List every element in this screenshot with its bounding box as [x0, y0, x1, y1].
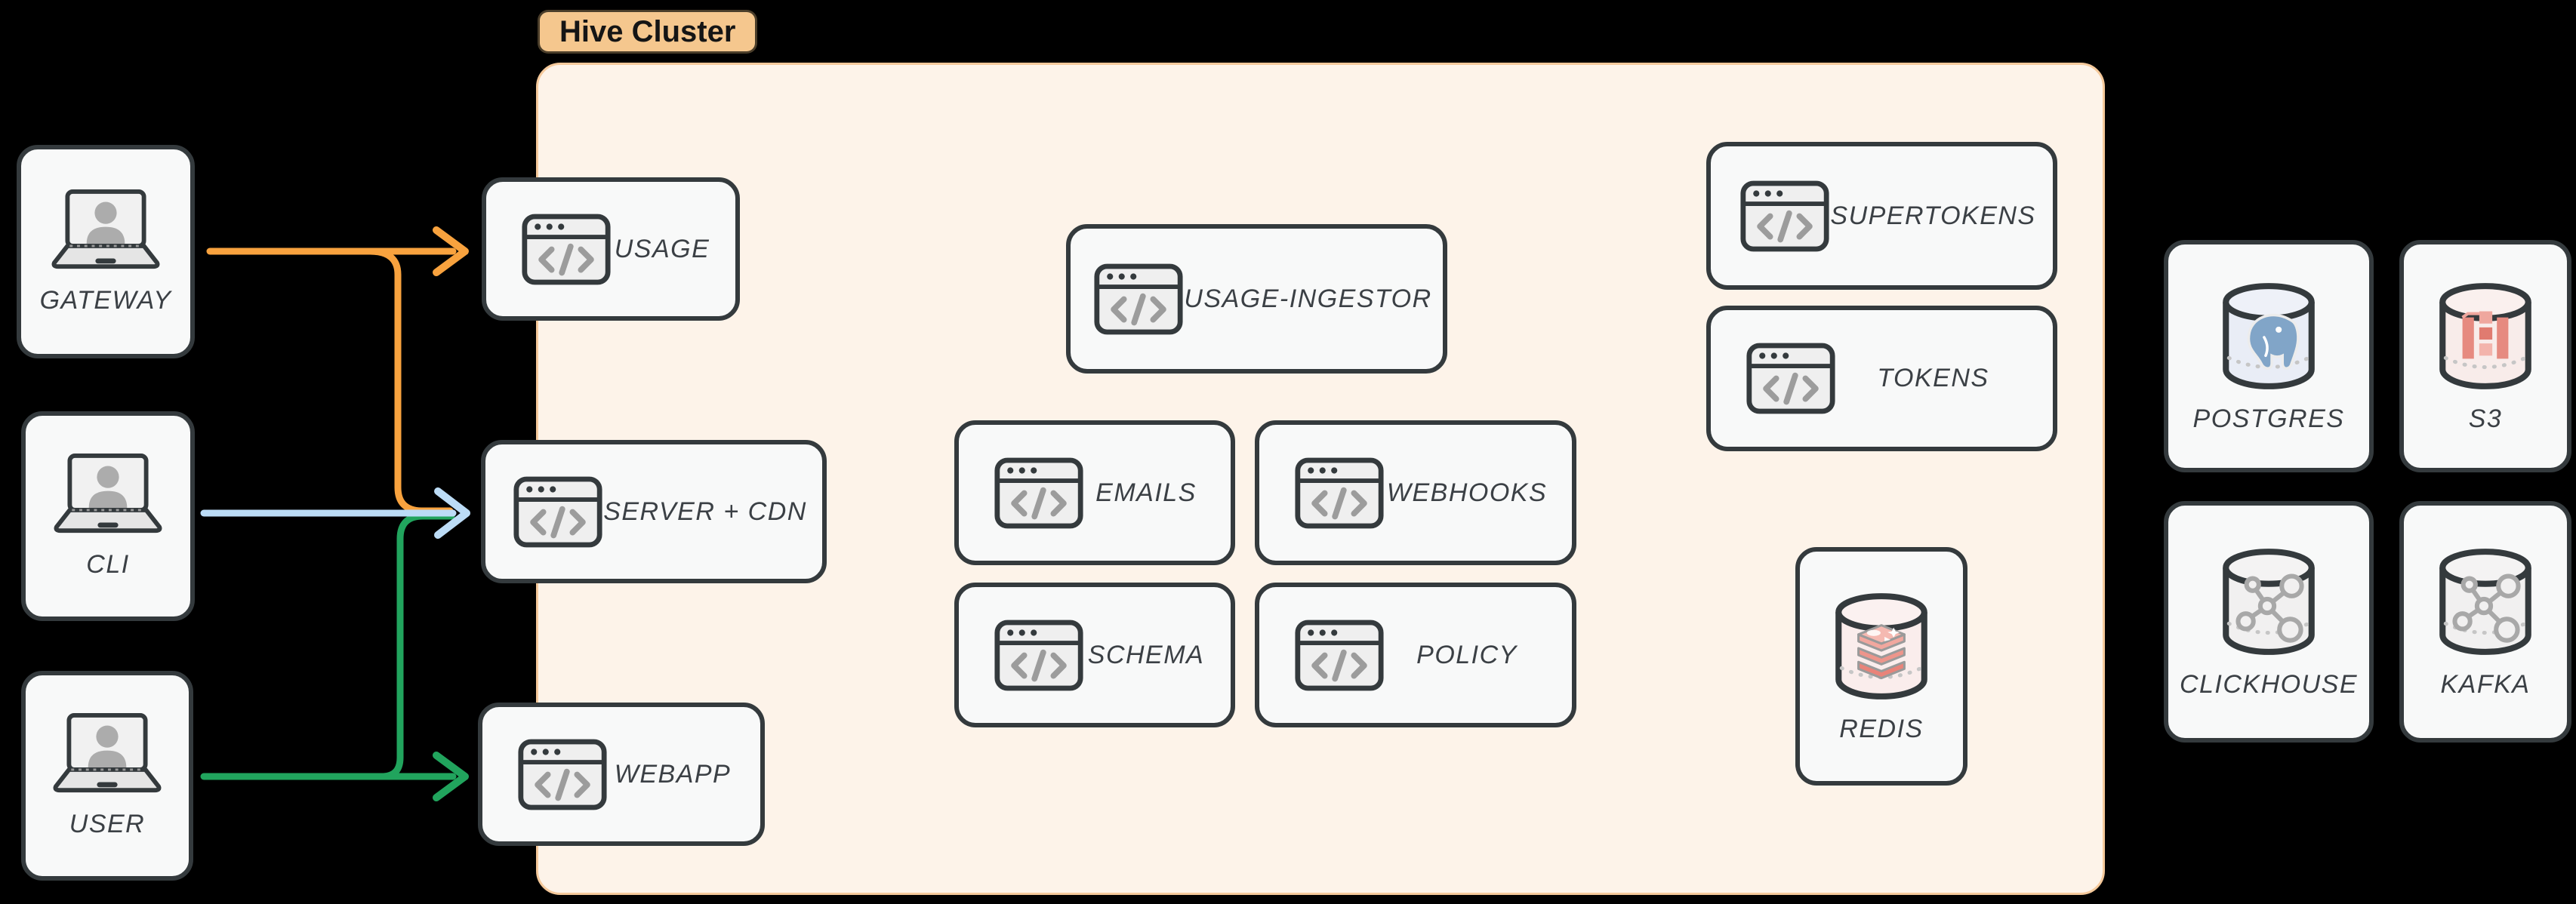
- browser-code-icon: [994, 619, 1084, 692]
- node-policy[interactable]: POLICY: [1255, 583, 1576, 727]
- hive-cluster-badge: Hive Cluster: [538, 10, 758, 54]
- database-cylinder-redis-icon: [1831, 589, 1932, 704]
- laptop-user-icon: [47, 189, 165, 271]
- node-cli[interactable]: CLI: [21, 411, 195, 621]
- hive-cluster-badge-label: Hive Cluster: [559, 14, 736, 48]
- node-clickhouse[interactable]: CLICKHOUSE: [2164, 501, 2374, 743]
- node-tokens[interactable]: TOKENS: [1706, 306, 2057, 451]
- node-supertokens[interactable]: SUPERTOKENS: [1706, 142, 2057, 290]
- node-server-cdn[interactable]: SERVER + CDN: [481, 440, 827, 583]
- node-usage-ingestor[interactable]: USAGE-INGESTOR: [1066, 224, 1447, 374]
- node-emails-label: EMAILS: [1095, 478, 1197, 507]
- node-usage-ingestor-label: USAGE-INGESTOR: [1184, 284, 1432, 313]
- node-server-cdn-label: SERVER + CDN: [603, 497, 807, 526]
- node-s3[interactable]: S3: [2399, 240, 2571, 472]
- database-cylinder-s3-icon: [2435, 279, 2536, 394]
- node-postgres[interactable]: POSTGRES: [2164, 240, 2374, 472]
- node-policy-label: POLICY: [1416, 640, 1518, 669]
- browser-code-icon: [1294, 457, 1385, 530]
- node-usage[interactable]: USAGE: [482, 177, 740, 321]
- arrowhead-webapp: [433, 752, 469, 801]
- node-clickhouse-label: CLICKHOUSE: [2179, 669, 2359, 699]
- node-postgres-label: POSTGRES: [2192, 404, 2345, 433]
- node-webapp[interactable]: WEBAPP: [478, 703, 765, 846]
- node-kafka-label: KAFKA: [2440, 669, 2531, 699]
- laptop-user-icon: [49, 453, 167, 535]
- node-cli-label: CLI: [86, 550, 130, 579]
- browser-code-icon: [1093, 263, 1184, 336]
- node-webhooks-label: WEBHOOKS: [1386, 478, 1548, 507]
- database-cylinder-postgres-icon: [2218, 279, 2319, 394]
- edge-gateway-server-cdn: [366, 248, 454, 515]
- database-cylinder-molecule-icon: [2435, 545, 2536, 660]
- node-schema[interactable]: SCHEMA: [954, 583, 1235, 727]
- node-supertokens-label: SUPERTOKENS: [1830, 201, 2036, 230]
- node-gateway-label: GATEWAY: [39, 285, 172, 315]
- browser-code-icon: [1739, 180, 1830, 253]
- node-redis[interactable]: REDIS: [1795, 547, 1967, 786]
- node-webhooks[interactable]: WEBHOOKS: [1255, 420, 1576, 565]
- browser-code-icon: [521, 213, 612, 286]
- node-s3-label: S3: [2468, 404, 2503, 433]
- browser-code-icon: [994, 457, 1084, 530]
- edge-user-server-cdn: [378, 512, 455, 780]
- node-redis-label: REDIS: [1839, 714, 1924, 743]
- arrowhead-usage: [433, 226, 469, 276]
- browser-code-icon: [1746, 342, 1836, 415]
- node-user-label: USER: [69, 810, 146, 838]
- node-emails[interactable]: EMAILS: [954, 420, 1235, 565]
- node-kafka[interactable]: KAFKA: [2399, 501, 2571, 743]
- node-user[interactable]: USER: [21, 671, 193, 881]
- database-cylinder-molecule-icon: [2218, 545, 2319, 660]
- browser-code-icon: [1294, 619, 1385, 692]
- laptop-user-icon: [48, 712, 166, 795]
- arrowhead-server-cdn: [434, 487, 470, 539]
- node-webapp-label: WEBAPP: [614, 759, 732, 789]
- node-gateway[interactable]: GATEWAY: [17, 145, 195, 358]
- node-usage-label: USAGE: [614, 234, 710, 263]
- browser-code-icon: [517, 738, 608, 811]
- browser-code-icon: [513, 475, 603, 549]
- node-schema-label: SCHEMA: [1087, 640, 1205, 669]
- node-tokens-label: TOKENS: [1877, 364, 1989, 392]
